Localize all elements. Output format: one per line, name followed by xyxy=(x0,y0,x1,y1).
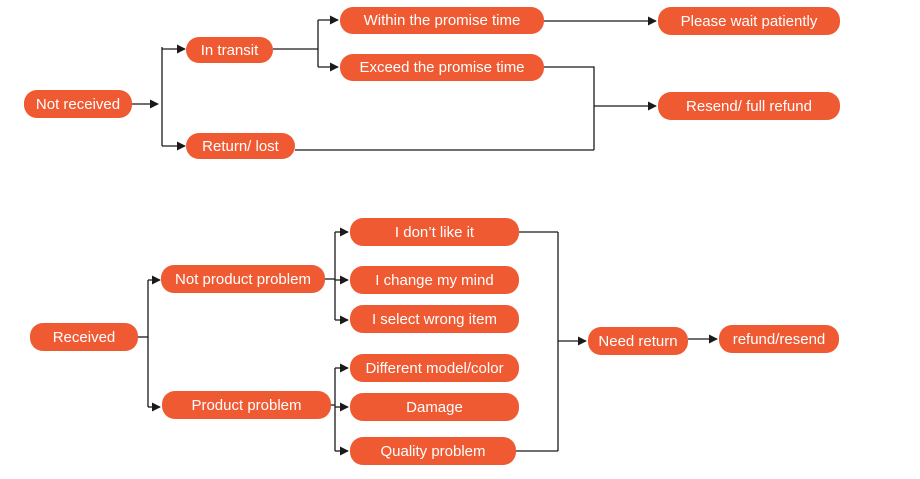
node-within-promise-time: Within the promise time xyxy=(340,7,544,34)
node-please-wait-patiently: Please wait patiently xyxy=(658,7,840,35)
node-not-received: Not received xyxy=(24,90,132,118)
node-quality-problem: Quality problem xyxy=(350,437,516,465)
node-in-transit: In transit xyxy=(186,37,273,63)
node-not-product-problem: Not product problem xyxy=(161,265,325,293)
node-different-model-color: Different model/color xyxy=(350,354,519,382)
node-exceed-promise-time: Exceed the promise time xyxy=(340,54,544,81)
node-product-problem: Product problem xyxy=(162,391,331,419)
node-resend-full-refund: Resend/ full refund xyxy=(658,92,840,120)
node-need-return: Need return xyxy=(588,327,688,355)
node-change-my-mind: I change my mind xyxy=(350,266,519,294)
node-damage: Damage xyxy=(350,393,519,421)
node-select-wrong-item: I select wrong item xyxy=(350,305,519,333)
node-dont-like-it: I don’t like it xyxy=(350,218,519,246)
node-received: Received xyxy=(30,323,138,351)
node-return-lost: Return/ lost xyxy=(186,133,295,159)
line-exceed-out xyxy=(544,66,595,150)
node-refund-resend: refund/resend xyxy=(719,325,839,353)
